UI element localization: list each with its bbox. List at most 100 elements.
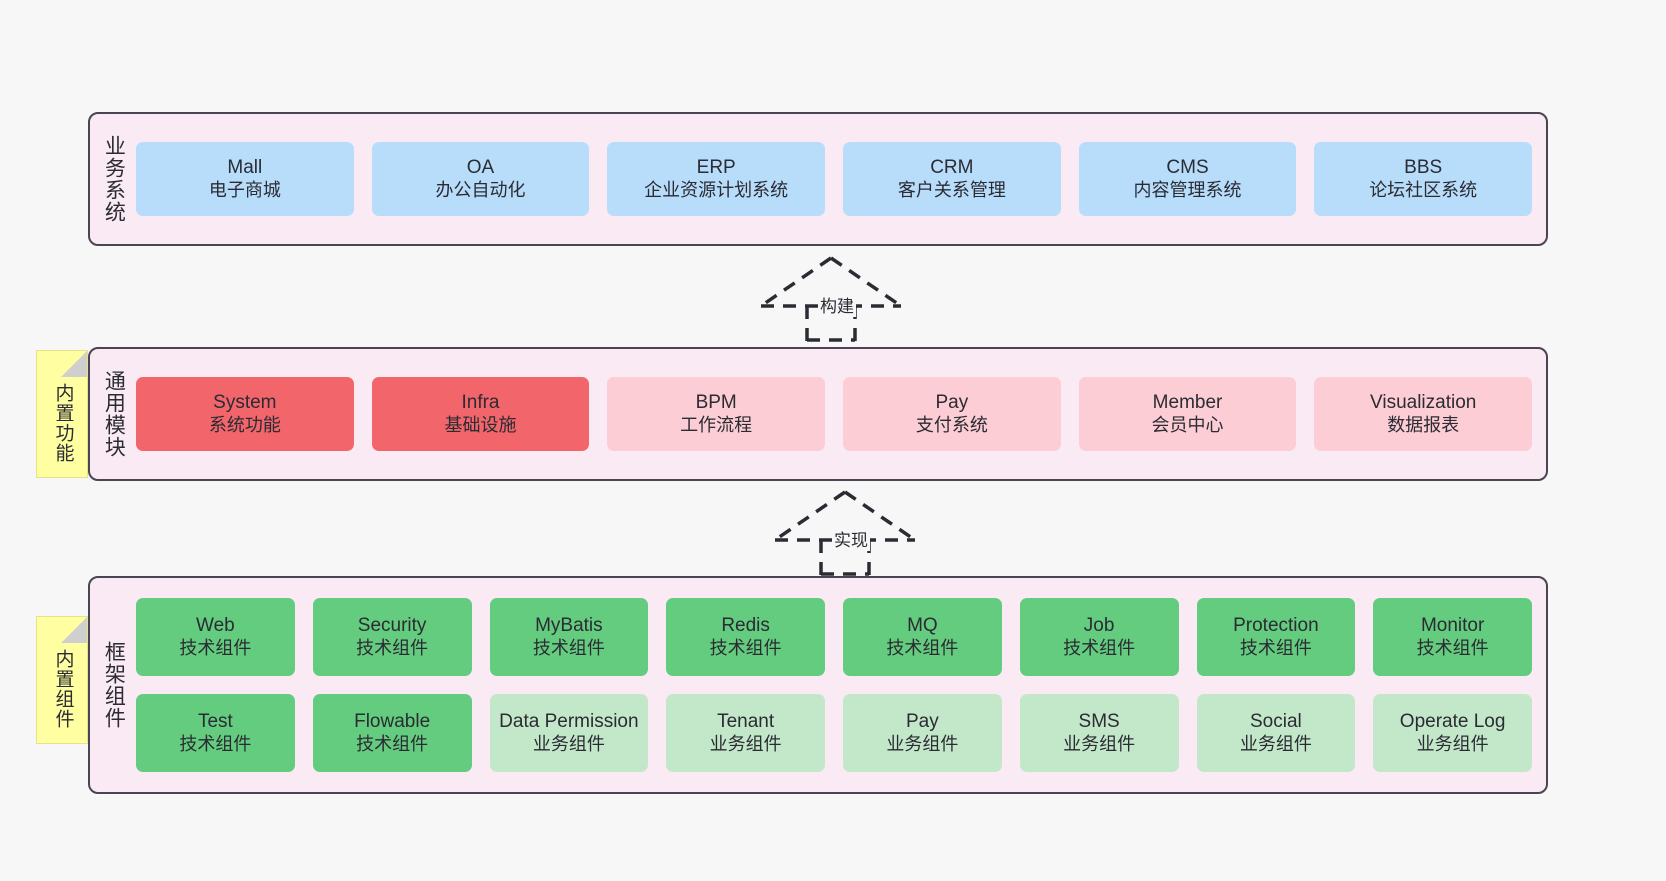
card-subtitle: 技术组件 bbox=[179, 733, 252, 754]
connector-label: 实现 bbox=[832, 526, 870, 551]
card-subtitle: 业务组件 bbox=[886, 733, 959, 754]
card-mq[interactable]: MQ 技术组件 bbox=[843, 598, 1002, 676]
card-title: OA bbox=[466, 157, 495, 179]
card-flowable[interactable]: Flowable 技术组件 bbox=[312, 694, 472, 772]
card-subtitle: 论坛社区系统 bbox=[1369, 179, 1478, 200]
card-subtitle: 客户关系管理 bbox=[897, 179, 1006, 200]
card-title: Mall bbox=[227, 157, 263, 179]
card-test[interactable]: Test 技术组件 bbox=[136, 694, 295, 772]
card-row: System 系统功能 Infra 基础设施 BPM 工作流程 Pay 支付系统… bbox=[136, 377, 1533, 451]
card-pay-component[interactable]: Pay 业务组件 bbox=[843, 694, 1002, 772]
card-subtitle: 系统功能 bbox=[208, 414, 281, 435]
card-erp[interactable]: ERP 企业资源计划系统 bbox=[607, 142, 826, 216]
card-monitor[interactable]: Monitor 技术组件 bbox=[1373, 598, 1532, 676]
layer-framework-components: 框架组件 Web 技术组件 Security 技术组件 MyBatis 技术组件… bbox=[88, 576, 1548, 794]
card-subtitle: 办公自动化 bbox=[435, 179, 526, 200]
card-title: CRM bbox=[930, 157, 974, 179]
card-subtitle: 技术组件 bbox=[1063, 637, 1136, 658]
card-subtitle: 技术组件 bbox=[886, 637, 959, 658]
card-subtitle: 数据报表 bbox=[1387, 414, 1460, 435]
card-pay-module[interactable]: Pay 支付系统 bbox=[843, 377, 1061, 451]
layer-business-systems: 业务系统 Mall 电子商城 OA 办公自动化 ERP 企业资源计划系统 CRM… bbox=[88, 112, 1548, 246]
card-title: ERP bbox=[696, 157, 736, 179]
card-subtitle: 业务组件 bbox=[1239, 733, 1312, 754]
card-title: Redis bbox=[721, 615, 770, 637]
card-visualization[interactable]: Visualization 数据报表 bbox=[1314, 377, 1533, 451]
layer-body-business-systems: Mall 电子商城 OA 办公自动化 ERP 企业资源计划系统 CRM 客户关系… bbox=[136, 114, 1546, 244]
card-title: System bbox=[213, 392, 277, 414]
layer-common-modules: 通用模块 System 系统功能 Infra 基础设施 BPM 工作流程 Pay… bbox=[88, 347, 1548, 481]
card-sms[interactable]: SMS 业务组件 bbox=[1019, 694, 1179, 772]
card-row: Mall 电子商城 OA 办公自动化 ERP 企业资源计划系统 CRM 客户关系… bbox=[136, 142, 1533, 216]
connector-build: 构建 bbox=[756, 256, 906, 342]
card-title: Tenant bbox=[717, 711, 775, 733]
card-title: BBS bbox=[1404, 157, 1443, 179]
layer-label-common-modules: 通用模块 bbox=[102, 370, 126, 458]
card-subtitle: 技术组件 bbox=[1416, 637, 1489, 658]
card-title: Protection bbox=[1233, 615, 1319, 637]
card-subtitle: 技术组件 bbox=[356, 637, 429, 658]
card-operate-log[interactable]: Operate Log 业务组件 bbox=[1373, 694, 1532, 772]
card-title: Security bbox=[357, 615, 427, 637]
card-title: Web bbox=[196, 615, 235, 637]
card-protection[interactable]: Protection 技术组件 bbox=[1196, 598, 1356, 676]
card-subtitle: 技术组件 bbox=[532, 637, 605, 658]
card-subtitle: 内容管理系统 bbox=[1133, 179, 1242, 200]
card-title: Flowable bbox=[354, 711, 431, 733]
sticky-note-builtin-component: 内置组件 bbox=[36, 616, 88, 744]
card-title: Pay bbox=[935, 392, 969, 414]
card-mybatis[interactable]: MyBatis 技术组件 bbox=[489, 598, 649, 676]
card-subtitle: 业务组件 bbox=[709, 733, 782, 754]
card-row: Test 技术组件 Flowable 技术组件 Data Permission … bbox=[136, 694, 1532, 772]
card-title: CMS bbox=[1166, 157, 1209, 179]
card-oa[interactable]: OA 办公自动化 bbox=[371, 142, 590, 216]
card-title: Pay bbox=[906, 711, 939, 733]
card-infra[interactable]: Infra 基础设施 bbox=[371, 377, 590, 451]
card-title: Operate Log bbox=[1399, 711, 1506, 733]
card-title: Member bbox=[1152, 392, 1223, 414]
connector-label: 构建 bbox=[818, 292, 856, 317]
card-bbs[interactable]: BBS 论坛社区系统 bbox=[1314, 142, 1533, 216]
card-title: MQ bbox=[907, 615, 938, 637]
card-title: MyBatis bbox=[535, 615, 603, 637]
connector-implement: 实现 bbox=[770, 490, 920, 576]
layer-label-business-systems: 业务系统 bbox=[102, 135, 126, 223]
card-title: BPM bbox=[695, 392, 737, 414]
layer-body-common-modules: System 系统功能 Infra 基础设施 BPM 工作流程 Pay 支付系统… bbox=[136, 349, 1546, 479]
card-subtitle: 技术组件 bbox=[1239, 637, 1312, 658]
card-data-permission[interactable]: Data Permission 业务组件 bbox=[489, 694, 649, 772]
layer-label-framework-components: 框架组件 bbox=[102, 641, 126, 729]
card-subtitle: 工作流程 bbox=[680, 414, 753, 435]
card-subtitle: 支付系统 bbox=[915, 414, 988, 435]
card-web[interactable]: Web 技术组件 bbox=[136, 598, 295, 676]
card-tenant[interactable]: Tenant 业务组件 bbox=[666, 694, 825, 772]
card-subtitle: 业务组件 bbox=[1063, 733, 1136, 754]
card-member[interactable]: Member 会员中心 bbox=[1078, 377, 1297, 451]
card-crm[interactable]: CRM 客户关系管理 bbox=[843, 142, 1061, 216]
card-subtitle: 企业资源计划系统 bbox=[644, 179, 789, 200]
card-title: Visualization bbox=[1370, 392, 1477, 414]
card-title: Job bbox=[1083, 615, 1115, 637]
card-redis[interactable]: Redis 技术组件 bbox=[666, 598, 825, 676]
card-title: Infra bbox=[461, 392, 500, 414]
card-subtitle: 技术组件 bbox=[709, 637, 782, 658]
card-cms[interactable]: CMS 内容管理系统 bbox=[1078, 142, 1297, 216]
card-subtitle: 电子商城 bbox=[208, 179, 281, 200]
card-row: Web 技术组件 Security 技术组件 MyBatis 技术组件 Redi… bbox=[136, 598, 1532, 676]
card-subtitle: 技术组件 bbox=[356, 733, 429, 754]
card-title: Test bbox=[197, 711, 233, 733]
card-security[interactable]: Security 技术组件 bbox=[312, 598, 472, 676]
card-title: Data Permission bbox=[499, 711, 639, 733]
card-mall[interactable]: Mall 电子商城 bbox=[136, 142, 354, 216]
card-social[interactable]: Social 业务组件 bbox=[1196, 694, 1356, 772]
card-subtitle: 基础设施 bbox=[444, 414, 517, 435]
card-title: SMS bbox=[1078, 711, 1120, 733]
layer-body-framework-components: Web 技术组件 Security 技术组件 MyBatis 技术组件 Redi… bbox=[136, 578, 1546, 792]
card-subtitle: 技术组件 bbox=[179, 637, 252, 658]
card-title: Social bbox=[1250, 711, 1302, 733]
card-bpm[interactable]: BPM 工作流程 bbox=[607, 377, 826, 451]
sticky-note-builtin-function: 内置功能 bbox=[36, 350, 88, 478]
card-system[interactable]: System 系统功能 bbox=[136, 377, 354, 451]
card-job[interactable]: Job 技术组件 bbox=[1019, 598, 1179, 676]
